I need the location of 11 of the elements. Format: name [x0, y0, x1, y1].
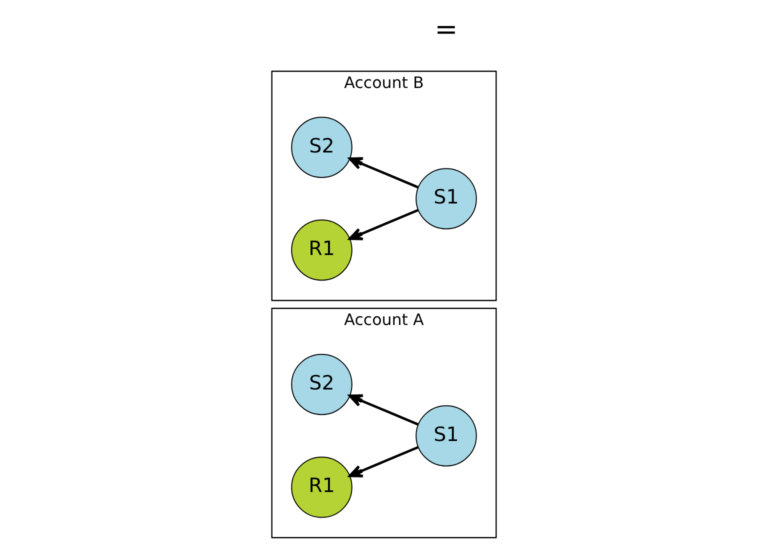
label: = [434, 12, 458, 46]
arrow [348, 208, 419, 240]
node-circle: S2 [291, 354, 352, 416]
node-circle: R1 [291, 456, 352, 518]
node-circle: R1 [291, 219, 352, 281]
arrow [348, 446, 419, 478]
node-circle: S1 [416, 405, 477, 466]
arrow [348, 394, 419, 426]
arrow [348, 157, 419, 188]
node-circle: S1 [416, 168, 477, 230]
node-circle: S2 [291, 116, 352, 178]
